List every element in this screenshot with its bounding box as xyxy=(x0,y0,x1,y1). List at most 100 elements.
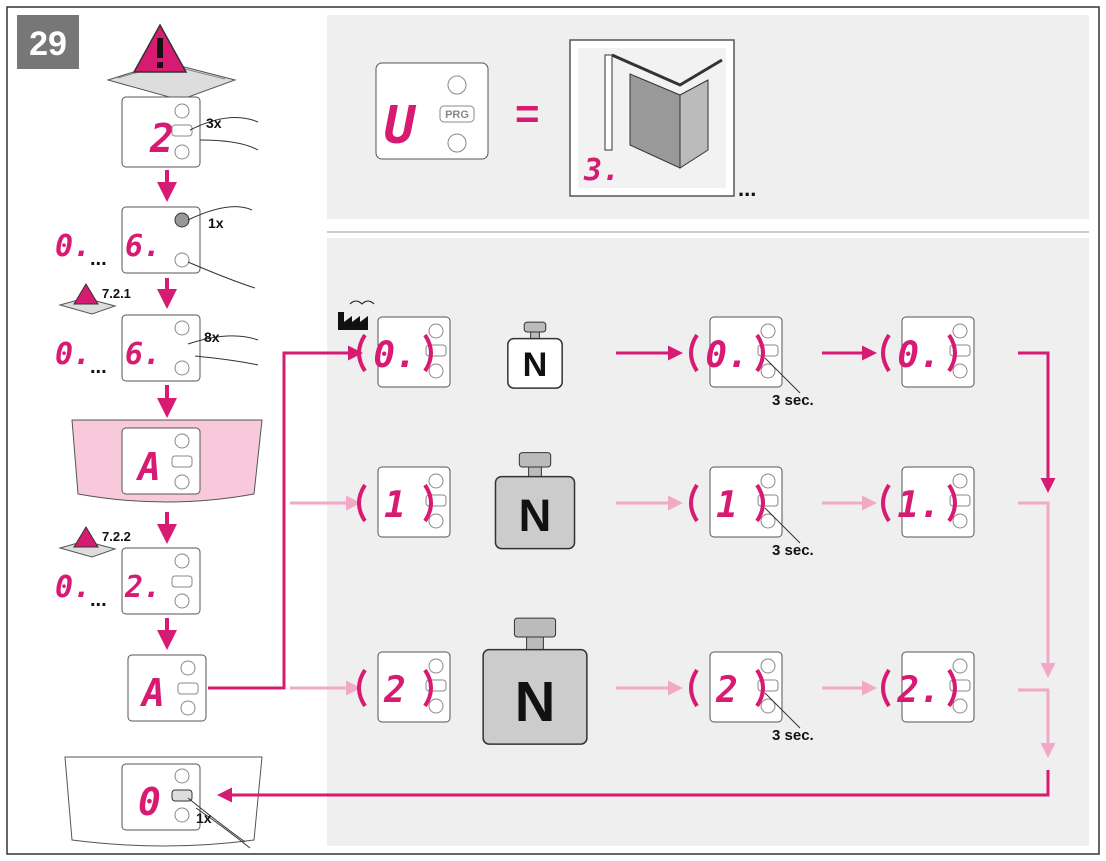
range-ellipsis: ... xyxy=(90,248,107,270)
finger-press-icon xyxy=(187,797,251,849)
weight-neck xyxy=(528,466,542,478)
finger-press-icon xyxy=(187,335,259,366)
arrow-up-icon xyxy=(180,660,196,676)
row-initial-display: 0. xyxy=(373,335,416,376)
prg-button xyxy=(171,575,193,588)
arrow-down-icon xyxy=(428,698,444,714)
row-initial-display: 2 xyxy=(383,670,406,711)
blink-mark xyxy=(423,483,433,523)
finger-press-icon xyxy=(187,206,256,289)
weight-handle xyxy=(523,321,547,333)
arrow-down-icon xyxy=(428,513,444,529)
prg-button xyxy=(171,124,193,137)
blink-mark xyxy=(357,333,367,373)
final-cover-keypad: 0 1x xyxy=(64,756,263,849)
arrow-up-icon xyxy=(174,553,190,569)
blink-mark xyxy=(689,333,699,373)
cover-keypad-A: A xyxy=(71,419,263,503)
blink-mark xyxy=(881,483,891,523)
blink-mark xyxy=(689,668,699,708)
range-start-display-2: 0. xyxy=(55,337,91,372)
warning-book-icon-small xyxy=(58,283,117,315)
range-a-end-display: 2. xyxy=(124,570,161,605)
arrow-up-icon xyxy=(760,473,776,489)
arrow-down-icon xyxy=(760,363,776,379)
arrow-up-icon xyxy=(952,658,968,674)
weight-label: N xyxy=(523,346,548,384)
arrow-down-icon xyxy=(174,360,190,376)
blink-mark xyxy=(689,483,699,523)
blink-mark xyxy=(755,483,765,523)
row-hold-display: 2 xyxy=(715,670,738,711)
arrow-up-icon xyxy=(760,658,776,674)
finger-press-icon xyxy=(189,117,259,151)
press-count-2: 1x xyxy=(208,215,224,231)
display-A-2: A xyxy=(139,671,165,715)
weight-icon: N xyxy=(507,321,563,389)
blink-mark xyxy=(881,668,891,708)
equals-sign: = xyxy=(515,90,540,137)
display-U: U xyxy=(384,96,417,156)
arrow-up-icon xyxy=(428,323,444,339)
arrow-up-icon xyxy=(428,473,444,489)
weight-icon: N xyxy=(494,452,576,550)
row-keypad-result xyxy=(901,651,975,723)
finger-press-icon xyxy=(764,357,801,394)
hold-duration: 3 sec. xyxy=(772,392,814,409)
weight-body xyxy=(482,648,588,745)
prg-button xyxy=(177,682,199,695)
prg-button xyxy=(171,789,193,802)
arrow-up-icon xyxy=(952,323,968,339)
arrow-down-icon xyxy=(760,513,776,529)
flow-arrow-down-2 xyxy=(1018,501,1056,678)
weight-label: N xyxy=(515,670,556,733)
press-count-3: 8x xyxy=(204,329,220,345)
flow-row-2: 1 N 1 3 sec. 1. xyxy=(357,452,975,559)
blink-mark xyxy=(947,483,957,523)
weight-label: N xyxy=(519,490,552,541)
blink-mark xyxy=(947,333,957,373)
display-digit: 2 xyxy=(149,116,174,162)
flow-arrow-return xyxy=(217,770,1050,803)
weight-body xyxy=(494,475,576,550)
blink-mark xyxy=(947,668,957,708)
arrow-up-icon xyxy=(428,658,444,674)
range-end-display: 6. xyxy=(125,229,161,264)
blink-mark xyxy=(423,668,433,708)
arrow-up-icon xyxy=(952,473,968,489)
blink-mark xyxy=(755,668,765,708)
row-hold-display: 1 xyxy=(716,485,738,526)
arrow-down-icon xyxy=(174,144,190,160)
weight-neck xyxy=(526,636,544,651)
blink-mark xyxy=(423,333,433,373)
range-a-start-display: 0. xyxy=(55,570,91,605)
hold-duration: 3 sec. xyxy=(772,727,814,744)
keypad-step-1: 2 3x xyxy=(121,96,259,168)
arrow-down-icon xyxy=(174,252,190,268)
range-a-ellipsis: ... xyxy=(90,589,107,611)
arrow-down-icon xyxy=(174,807,190,823)
top-ellipsis: ... xyxy=(738,176,756,201)
keypad-step-5: A xyxy=(127,654,207,722)
hold-duration: 3 sec. xyxy=(772,542,814,559)
row-keypad-result xyxy=(901,466,975,538)
step-number: 29 xyxy=(29,25,67,63)
row-result-display: 1. xyxy=(897,485,940,526)
weight-handle xyxy=(513,617,557,638)
blink-mark xyxy=(881,333,891,373)
final-display: 0 xyxy=(138,780,161,824)
range-start-display: 0. xyxy=(55,229,91,264)
keypad-step-2: 1x xyxy=(121,206,256,289)
arrow-down-icon xyxy=(760,698,776,714)
prg-button xyxy=(439,105,475,123)
row-initial-display: 1 xyxy=(384,485,406,526)
step-badge: 29 xyxy=(17,15,79,69)
row-keypad-result xyxy=(901,316,975,388)
row-hold-display: 0. xyxy=(705,335,748,376)
arrow-up-icon xyxy=(174,768,190,784)
press-count-1: 3x xyxy=(206,115,222,131)
arrow-down-icon xyxy=(174,593,190,609)
arrow-up-icon xyxy=(174,320,190,336)
